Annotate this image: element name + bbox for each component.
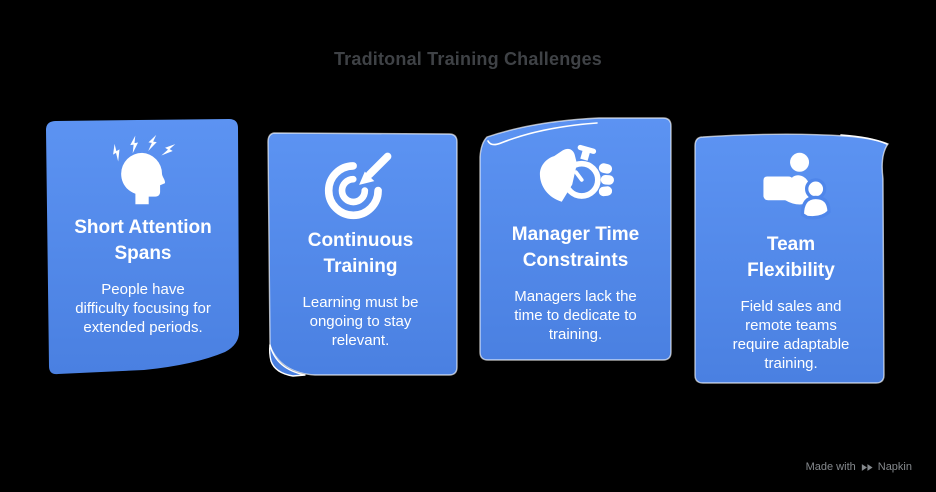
napkin-brand-label: Napkin bbox=[877, 461, 912, 473]
sticky-note-shape bbox=[694, 133, 889, 384]
card-continuous-training: Continuous Training Learning must be ong… bbox=[263, 131, 458, 377]
card-description: Managers lack the time to dedicate to tr… bbox=[514, 288, 637, 343]
card-description: Learning must be ongoing to stay relevan… bbox=[302, 294, 419, 349]
card-short-attention-spans: Short Attention Spans People have diffic… bbox=[46, 118, 240, 375]
card-title: Short Attention Spans bbox=[74, 217, 212, 264]
card-description: People have difficulty focusing for exte… bbox=[75, 281, 211, 336]
card-content: Short Attention Spans People have diffic… bbox=[46, 118, 240, 375]
card-title: Continuous Training bbox=[307, 230, 414, 277]
hand-stopwatch-icon bbox=[539, 144, 614, 202]
card-manager-time-constraints: Manager Time Constraints Managers lack t… bbox=[479, 117, 672, 361]
target-arrow-icon bbox=[324, 152, 391, 220]
laptop-team-icon bbox=[763, 152, 831, 220]
made-with-napkin: Made with Napkin bbox=[806, 461, 912, 473]
stressed-head-icon bbox=[113, 134, 176, 205]
card-content: Manager Time Constraints Managers lack t… bbox=[479, 117, 672, 361]
card-title: Manager Time Constraints bbox=[511, 224, 640, 271]
card-team-flexibility: Team Flexibility Field sales and remote … bbox=[693, 131, 889, 385]
card-title: Team Flexibility bbox=[747, 234, 835, 281]
sticky-note-shape bbox=[46, 119, 240, 375]
sticky-note-shape bbox=[267, 132, 458, 377]
sticky-note-shape bbox=[479, 117, 672, 361]
made-with-label: Made with bbox=[805, 461, 856, 473]
card-content: Team Flexibility Field sales and remote … bbox=[693, 131, 889, 385]
page-title: Traditonal Training Challenges bbox=[333, 49, 603, 69]
card-description: Field sales and remote teams require ada… bbox=[732, 298, 850, 372]
napkin-logo-icon bbox=[861, 463, 873, 471]
card-content: Continuous Training Learning must be ong… bbox=[263, 131, 458, 377]
